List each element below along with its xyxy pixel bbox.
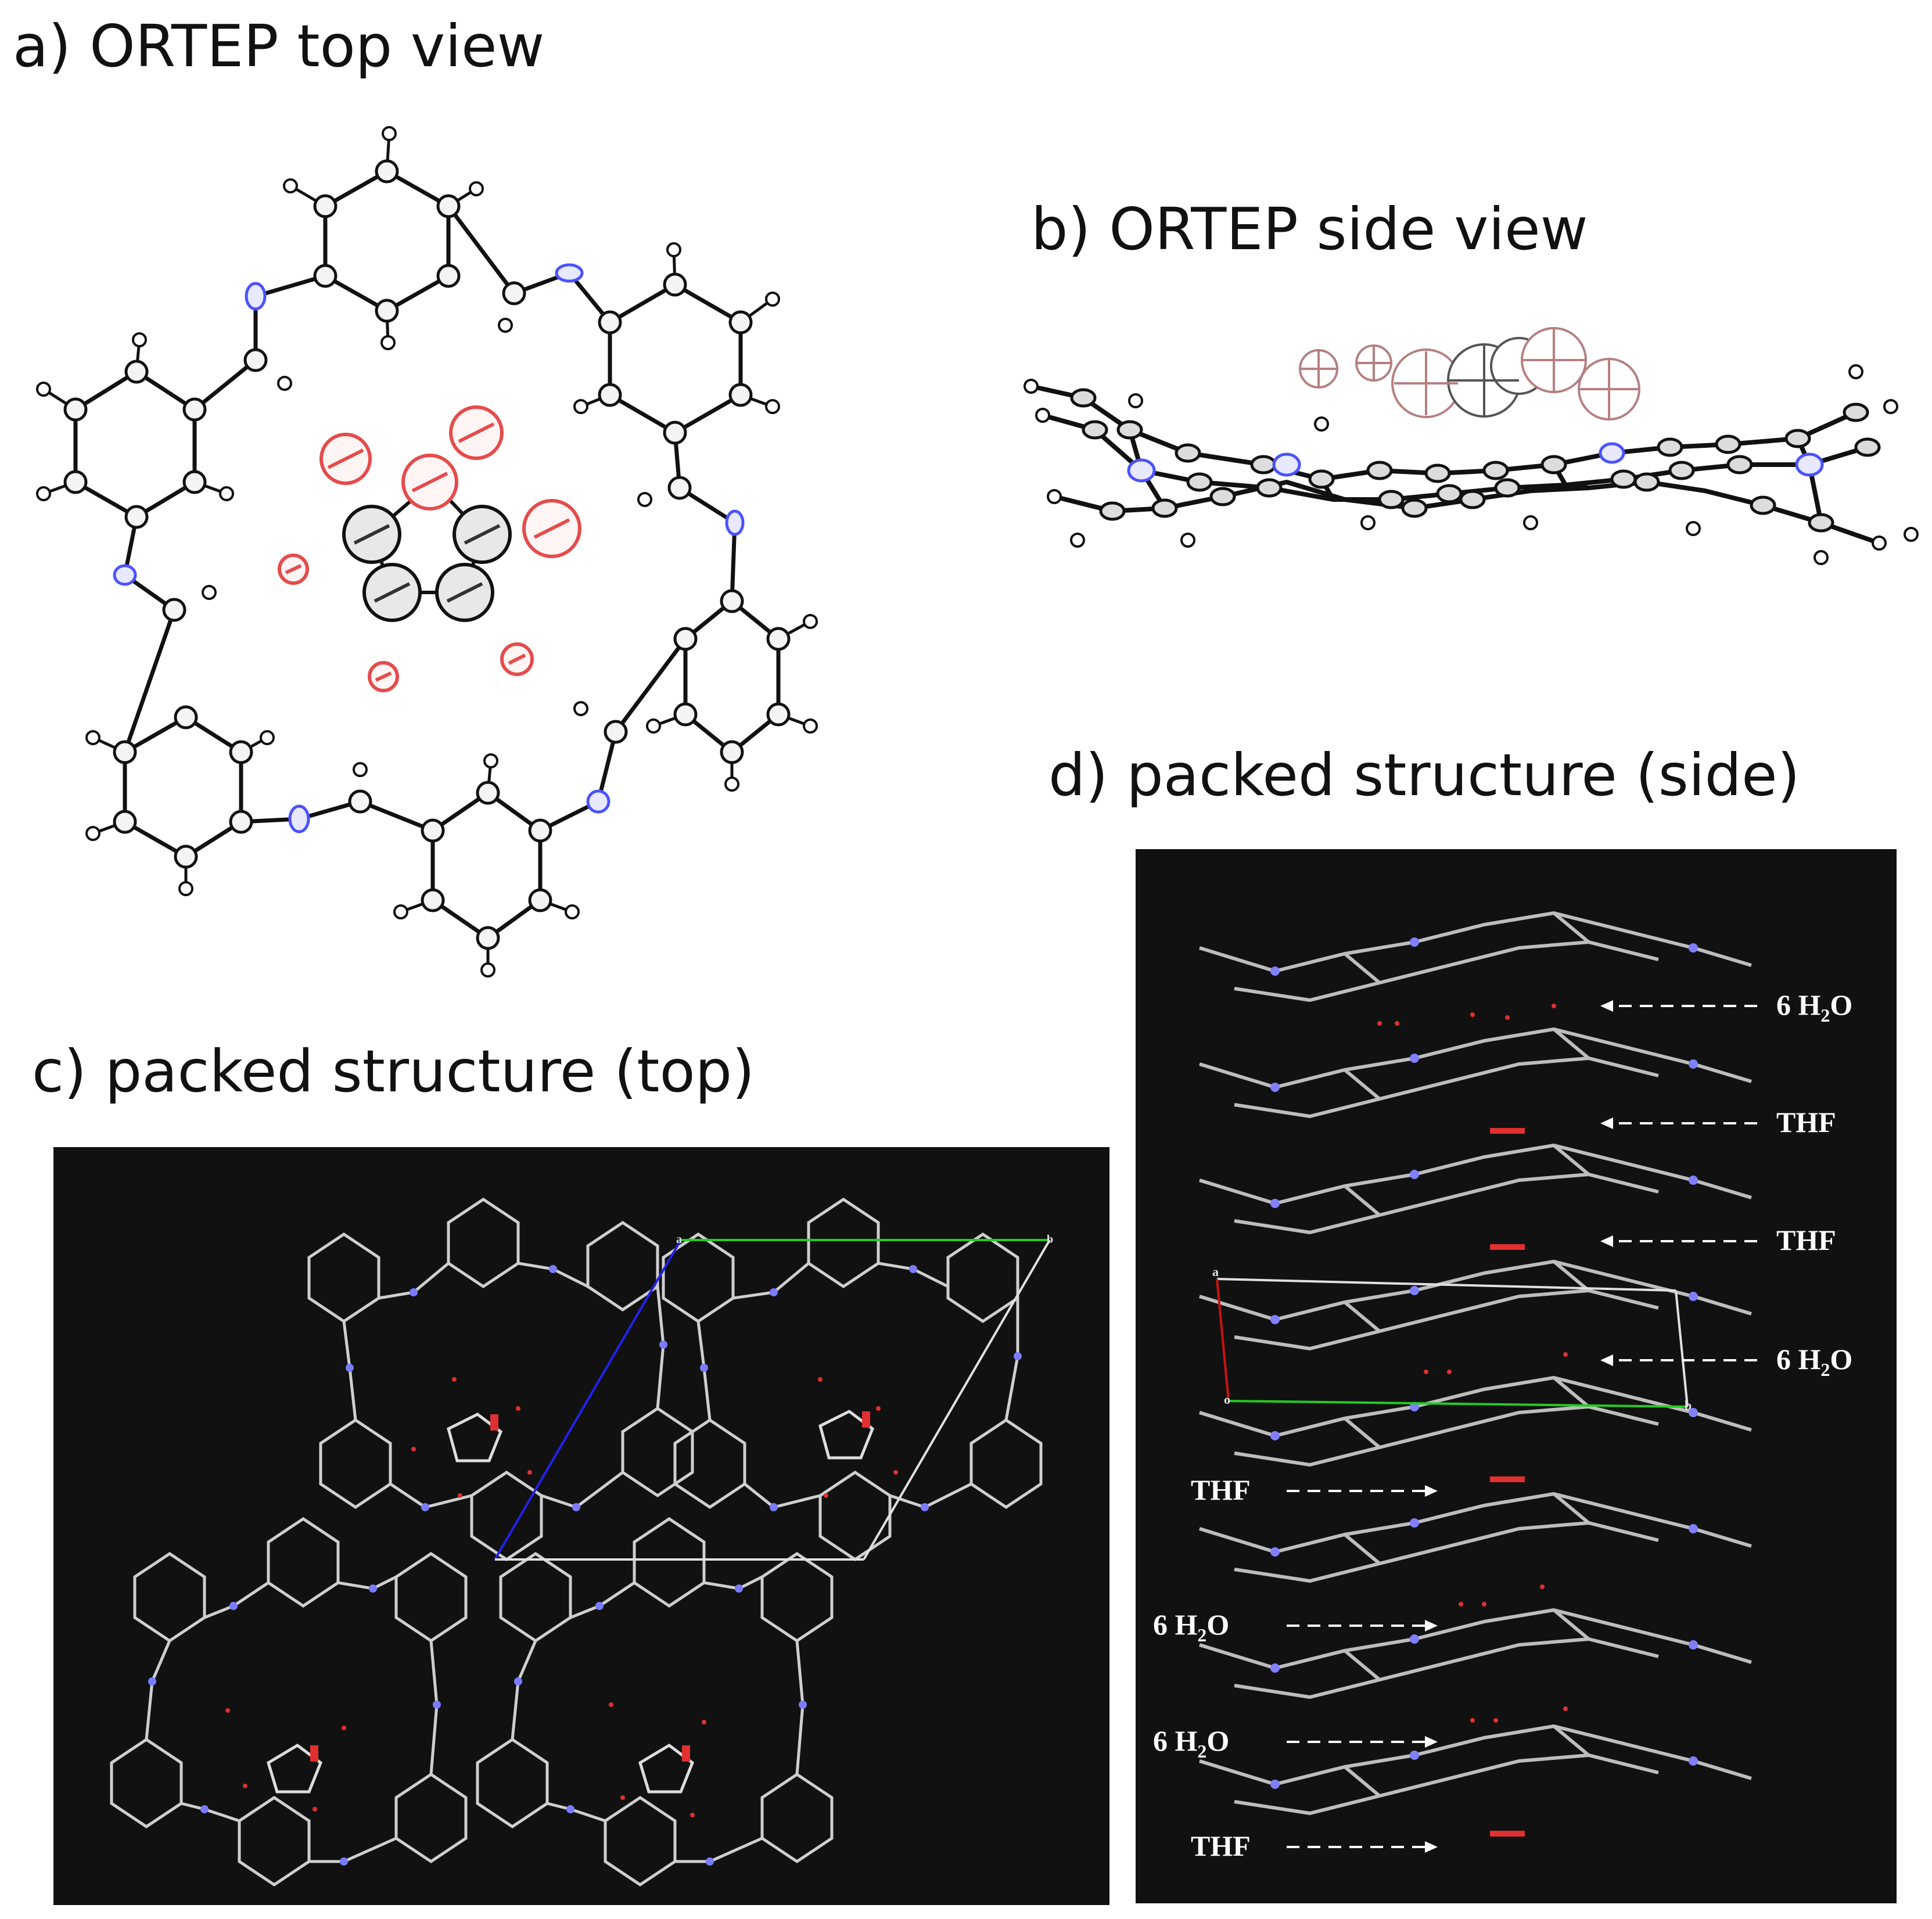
annotation-arrowheads xyxy=(1425,1000,1613,1853)
side-layer-nitrogens xyxy=(1270,937,1698,1789)
annotation-thf-1: THF xyxy=(1776,1106,1836,1138)
packed-oxygens xyxy=(225,1377,898,1817)
annotation-thf-4: THF xyxy=(1191,1830,1251,1862)
packed-structure-top: a b xyxy=(53,1147,1109,1905)
annotation-arrows xyxy=(1287,1005,1757,1848)
side-cell-axis-a-label: a xyxy=(1212,1264,1219,1279)
panel-a-title: a) ORTEP top view xyxy=(13,12,545,80)
annotation-water-1: 6 H2O xyxy=(1776,989,1852,1026)
nitrogen-atoms xyxy=(113,263,745,833)
ortep-top-view xyxy=(36,126,818,978)
side-guests xyxy=(1299,327,1640,421)
layer-1 xyxy=(1199,911,1752,1002)
panel-d-title: d) packed structure (side) xyxy=(1048,741,1800,809)
cell-axis-b-label: b xyxy=(1047,1233,1053,1246)
panel-b-title: b) ORTEP side view xyxy=(1031,195,1588,263)
annotation-water-4: 6 H2O xyxy=(1153,1724,1229,1762)
side-layer-guests xyxy=(1377,1004,1568,1837)
annotation-thf-3: THF xyxy=(1191,1474,1251,1506)
annotation-thf-2: THF xyxy=(1776,1224,1836,1256)
unit-cell-side xyxy=(1216,1278,1689,1408)
side-layers xyxy=(1199,911,1752,1815)
packed-nitrogens xyxy=(148,1265,1022,1866)
water-oxygens xyxy=(278,405,581,692)
annotation-water-3: 6 H2O xyxy=(1153,1608,1229,1645)
panel-c-title: c) packed structure (top) xyxy=(32,1037,755,1105)
hydrogen-bonds xyxy=(42,133,811,970)
side-nitrogens xyxy=(1127,442,1824,483)
hydrogen-atoms xyxy=(36,126,818,978)
ortep-side-view xyxy=(1024,327,1919,565)
annotation-water-2: 6 H2O xyxy=(1776,1343,1852,1380)
packed-structure-side: a o b 6 H2O THF THF 6 H2O THF 6 H2O 6 H2… xyxy=(1136,849,1897,1903)
unit-cell-top xyxy=(494,1239,1051,1561)
layer-6 xyxy=(1199,1492,1752,1583)
layer-7 xyxy=(1199,1608,1752,1699)
side-cell-axis-o-label: o xyxy=(1224,1392,1230,1407)
layer-8 xyxy=(1199,1724,1752,1815)
carbon-atoms xyxy=(63,159,791,950)
cell-axis-a-label: a xyxy=(676,1233,682,1246)
layer-2 xyxy=(1199,1027,1752,1118)
layer-3 xyxy=(1199,1144,1752,1234)
side-hydrogens xyxy=(1024,364,1919,565)
side-cell-axis-b-label: b xyxy=(1685,1398,1692,1413)
